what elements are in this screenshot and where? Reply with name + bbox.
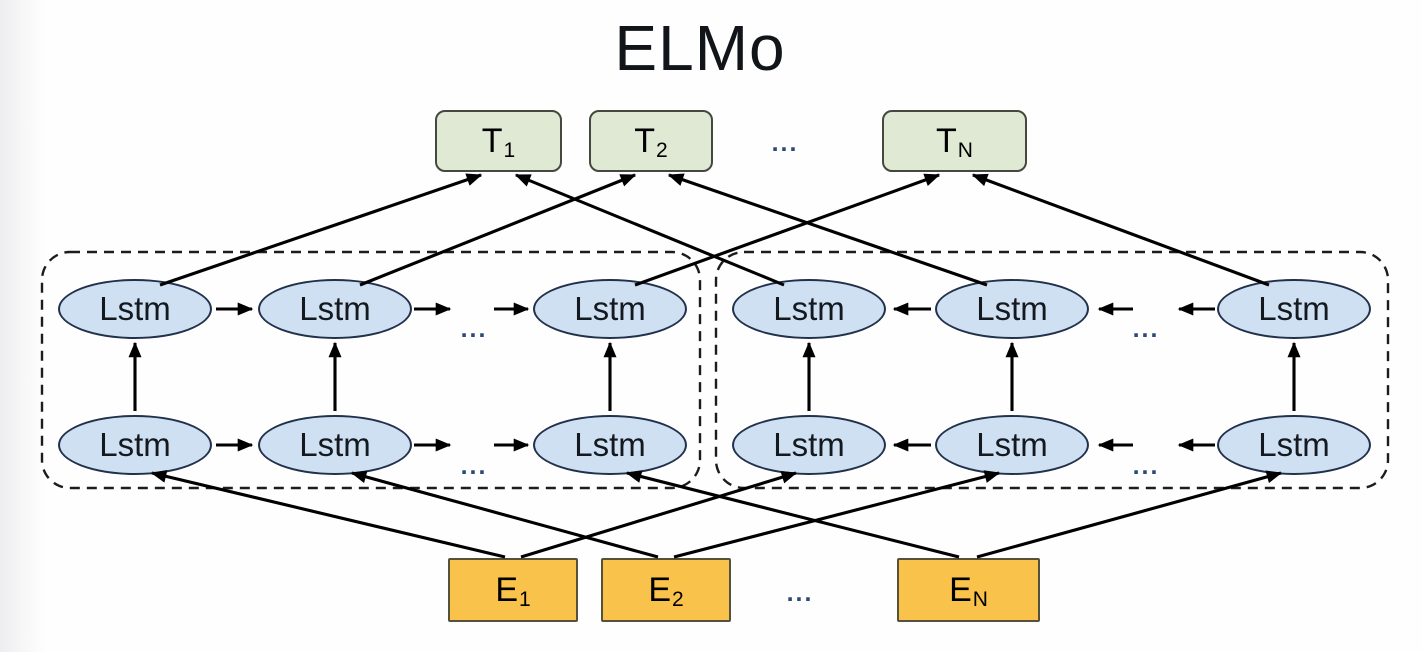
lstm-label: Lstm — [299, 290, 371, 327]
lstm-bwd-top-1: Lstm — [732, 279, 886, 339]
lstm-fwd-top-2: Lstm — [258, 279, 412, 339]
output-label-tn: T — [936, 121, 957, 160]
lstm-fwd-bottom-1: Lstm — [58, 415, 212, 475]
ellipsis-fwd-bottom: ... — [460, 452, 488, 480]
arrow-e2-to-bwd-bot2 — [673, 470, 1001, 559]
output-sub-t2: 2 — [656, 139, 668, 162]
lstm-label: Lstm — [574, 290, 646, 327]
ellipsis-bwd-bottom: ... — [1132, 452, 1160, 480]
diagram-title: ELMo — [614, 12, 786, 84]
embedding-sub-e2: 2 — [672, 588, 684, 611]
output-label-t1: T — [481, 121, 503, 160]
output-label-t2: T — [634, 121, 656, 160]
arrow-lines — [128, 173, 1301, 559]
arrow-bwd-top3-to-tn — [971, 173, 1270, 287]
ellipsis-output-row: ... — [771, 129, 799, 157]
embedding-label-e1: E — [495, 570, 518, 609]
lstm-bwd-bottom-2: Lstm — [935, 415, 1089, 475]
arrow-en-to-bwd-bot3 — [976, 470, 1283, 559]
lstm-bwd-top-3: Lstm — [1217, 279, 1371, 339]
arrow-en-to-fwd-bot3 — [625, 470, 960, 559]
lstm-label: Lstm — [99, 290, 171, 327]
arrow-bwd-top1-to-t1 — [514, 173, 785, 287]
lstm-label: Lstm — [1258, 290, 1330, 327]
arrow-e1-to-bwd-bot1 — [520, 470, 798, 559]
lstm-label: Lstm — [99, 426, 171, 463]
arrow-fwd-top1-to-t1 — [159, 173, 483, 287]
ellipsis-embedding-row: ... — [786, 579, 814, 607]
output-sub-tn: N — [957, 139, 973, 162]
lstm-fwd-top-3: Lstm — [533, 279, 687, 339]
lstm-label: Lstm — [574, 426, 646, 463]
arrow-fwd-top3-to-tn — [634, 173, 941, 287]
lstm-label: Lstm — [773, 290, 845, 327]
lstm-fwd-bottom-3: Lstm — [533, 415, 687, 475]
ellipsis-fwd-top: ... — [460, 315, 488, 343]
lstm-label: Lstm — [299, 426, 371, 463]
embedding-label-e2: E — [648, 570, 671, 609]
embedding-sub-en: N — [972, 588, 988, 611]
lstm-bwd-bottom-1: Lstm — [732, 415, 886, 475]
group-borders — [40, 250, 1390, 490]
lstm-fwd-bottom-2: Lstm — [258, 415, 412, 475]
arrow-bwd-top2-to-t2 — [667, 173, 988, 287]
lstm-fwd-top-1: Lstm — [58, 279, 212, 339]
output-sub-t1: 1 — [503, 139, 516, 162]
lstm-bwd-top-2: Lstm — [935, 279, 1089, 339]
lstm-label: Lstm — [976, 426, 1048, 463]
lstm-label: Lstm — [773, 426, 845, 463]
lstm-label: Lstm — [1258, 426, 1330, 463]
arrow-fwd-top2-to-t2 — [359, 173, 637, 287]
lstm-label: Lstm — [976, 290, 1048, 327]
embedding-label-en: E — [949, 570, 972, 609]
embedding-sub-e1: 1 — [519, 588, 531, 611]
page-edge-shadow — [0, 0, 46, 652]
ellipsis-bwd-top: ... — [1132, 315, 1160, 343]
arrow-e2-to-fwd-bot2 — [350, 470, 659, 559]
lstm-bwd-bottom-3: Lstm — [1217, 415, 1371, 475]
arrow-e1-to-fwd-bot1 — [150, 469, 506, 559]
